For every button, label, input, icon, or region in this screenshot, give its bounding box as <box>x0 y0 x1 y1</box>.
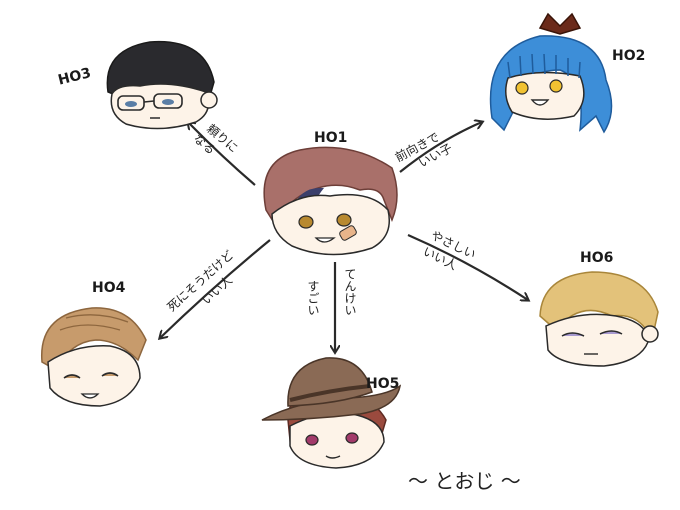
ho6-ear <box>642 326 658 342</box>
relation-label-to-ho5: すごい てんけい <box>306 268 357 316</box>
footer-signature: ～ とおじ ～ <box>408 469 521 493</box>
ho5-face <box>290 413 384 468</box>
label-ho3: HO3 <box>56 65 92 89</box>
ho2-face <box>506 72 584 119</box>
ho2-ribbon <box>540 14 580 34</box>
character-ho2 <box>491 14 612 132</box>
label-ho4: HO4 <box>92 280 126 296</box>
relation-label-to-ho4: 死にそうだけど いい人 <box>165 248 249 328</box>
ho6-face <box>546 314 648 366</box>
relation-label-to-ho6: やさしい いい人 <box>421 228 478 278</box>
ho1-face <box>272 195 389 255</box>
label-ho6: HO6 <box>580 250 613 266</box>
character-ho4 <box>42 308 146 406</box>
character-ho3 <box>107 42 217 129</box>
label-ho5: HO5 <box>366 376 399 392</box>
relation-text: てんけい <box>343 268 357 316</box>
character-ho6 <box>540 272 658 366</box>
ho3-ear <box>201 92 217 108</box>
character-ho1 <box>264 147 397 254</box>
label-ho1: HO1 <box>314 130 347 146</box>
ho3-face <box>111 84 208 129</box>
character-ho5 <box>262 358 400 468</box>
relation-text: すごい <box>306 280 320 316</box>
relation-label-to-ho3: 頼りに なる <box>191 119 241 168</box>
label-ho2: HO2 <box>612 48 645 64</box>
